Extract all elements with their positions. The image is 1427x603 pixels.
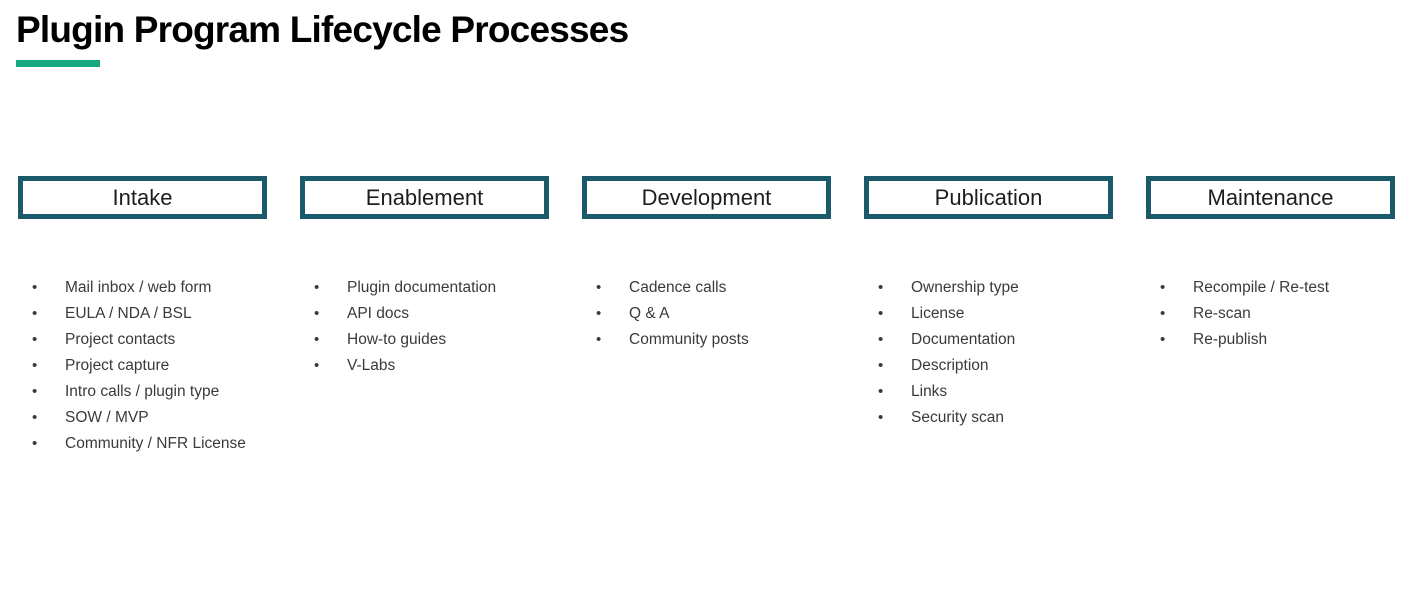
list-item-label: SOW / MVP bbox=[65, 409, 149, 426]
list-item-label: Community posts bbox=[629, 331, 749, 348]
list-item: • Ownership type bbox=[864, 275, 1113, 301]
list-item-label: Ownership type bbox=[911, 279, 1019, 296]
list-item-label: EULA / NDA / BSL bbox=[65, 305, 192, 322]
list-item-label: Plugin documentation bbox=[347, 279, 497, 296]
list-item: • Q & A bbox=[582, 301, 831, 327]
phase-label-publication: Publication bbox=[934, 184, 1043, 210]
bullet-dot-icon: • bbox=[1160, 331, 1166, 348]
bullet-dot-icon: • bbox=[596, 305, 602, 322]
list-item-label: API docs bbox=[347, 305, 410, 322]
phase-box-intake[interactable]: Intake bbox=[18, 176, 267, 219]
list-item: • Re-publish bbox=[1146, 327, 1395, 353]
bullet-dot-icon: • bbox=[314, 331, 320, 348]
phase-label-enablement: Enablement bbox=[365, 184, 484, 210]
phase-box-development[interactable]: Development bbox=[582, 176, 831, 219]
list-item-label: Project contacts bbox=[65, 331, 176, 348]
bullet-dot-icon: • bbox=[314, 357, 320, 374]
bullet-dot-icon: • bbox=[878, 305, 884, 322]
list-item-label: How-to guides bbox=[347, 331, 447, 348]
bullet-dot-icon: • bbox=[32, 409, 38, 426]
bullet-dot-icon: • bbox=[32, 435, 38, 452]
phase-box-enablement[interactable]: Enablement bbox=[300, 176, 549, 219]
bullet-dot-icon: • bbox=[32, 357, 38, 374]
list-item-label: Intro calls / plugin type bbox=[65, 383, 220, 400]
list-item-label: Community / NFR License bbox=[65, 435, 246, 452]
list-item: • V-Labs bbox=[300, 353, 549, 379]
bullet-dot-icon: • bbox=[878, 357, 884, 374]
page-title: Plugin Program Lifecycle Processes bbox=[16, 9, 629, 50]
bullet-list-enablement: • Plugin documentation • API docs • How-… bbox=[300, 275, 549, 379]
list-item-label: Mail inbox / web form bbox=[65, 279, 212, 296]
list-item-label: Description bbox=[911, 357, 989, 374]
list-item-label: Security scan bbox=[911, 409, 1005, 426]
lifecycle-column-intake: Intake • Mail inbox / web form • EULA / … bbox=[18, 176, 267, 457]
bullet-dot-icon: • bbox=[878, 279, 884, 296]
list-item: • Cadence calls bbox=[582, 275, 831, 301]
list-item-label: Re-publish bbox=[1193, 331, 1268, 348]
list-item-label: Documentation bbox=[911, 331, 1016, 348]
list-item: • Security scan bbox=[864, 405, 1113, 431]
list-item: • Community posts bbox=[582, 327, 831, 353]
bullet-dot-icon: • bbox=[596, 331, 602, 348]
list-item-label: Q & A bbox=[629, 305, 670, 322]
list-item: • Recompile / Re-test bbox=[1146, 275, 1395, 301]
phase-box-maintenance[interactable]: Maintenance bbox=[1146, 176, 1395, 219]
list-item: • Description bbox=[864, 353, 1113, 379]
list-item-label: License bbox=[911, 305, 965, 322]
phase-label-intake: Intake bbox=[112, 184, 173, 210]
bullet-dot-icon: • bbox=[314, 305, 320, 322]
bullet-dot-icon: • bbox=[878, 331, 884, 348]
bullet-list-maintenance: • Recompile / Re-test • Re-scan • Re-pub… bbox=[1146, 275, 1395, 353]
list-item: • API docs bbox=[300, 301, 549, 327]
lifecycle-column-development: Development • Cadence calls • Q & A • Co… bbox=[582, 176, 831, 457]
bullet-list-intake: • Mail inbox / web form • EULA / NDA / B… bbox=[18, 275, 267, 457]
list-item: • Intro calls / plugin type bbox=[18, 379, 267, 405]
list-item: • Project contacts bbox=[18, 327, 267, 353]
bullet-dot-icon: • bbox=[32, 305, 38, 322]
list-item: • EULA / NDA / BSL bbox=[18, 301, 267, 327]
list-item: • License bbox=[864, 301, 1113, 327]
phase-box-publication[interactable]: Publication bbox=[864, 176, 1113, 219]
list-item: • Documentation bbox=[864, 327, 1113, 353]
bullet-dot-icon: • bbox=[596, 279, 602, 296]
lifecycle-column-maintenance: Maintenance • Recompile / Re-test • Re-s… bbox=[1146, 176, 1395, 457]
bullet-dot-icon: • bbox=[1160, 279, 1166, 296]
list-item: • Community / NFR License bbox=[18, 431, 267, 457]
phase-label-development: Development bbox=[641, 184, 772, 210]
lifecycle-column-publication: Publication • Ownership type • License •… bbox=[864, 176, 1113, 457]
list-item: • Project capture bbox=[18, 353, 267, 379]
bullet-dot-icon: • bbox=[32, 383, 38, 400]
list-item-label: V-Labs bbox=[347, 357, 396, 374]
lifecycle-columns: Intake • Mail inbox / web form • EULA / … bbox=[18, 176, 1409, 457]
bullet-dot-icon: • bbox=[878, 409, 884, 426]
bullet-dot-icon: • bbox=[314, 279, 320, 296]
list-item: • SOW / MVP bbox=[18, 405, 267, 431]
title-accent-bar bbox=[16, 60, 100, 67]
bullet-dot-icon: • bbox=[878, 383, 884, 400]
list-item-label: Project capture bbox=[65, 357, 170, 374]
bullet-dot-icon: • bbox=[1160, 305, 1166, 322]
list-item: • How-to guides bbox=[300, 327, 549, 353]
list-item-label: Recompile / Re-test bbox=[1193, 279, 1330, 296]
list-item: • Plugin documentation bbox=[300, 275, 549, 301]
list-item: • Links bbox=[864, 379, 1113, 405]
bullet-list-development: • Cadence calls • Q & A • Community post… bbox=[582, 275, 831, 353]
list-item-label: Cadence calls bbox=[629, 279, 727, 296]
lifecycle-column-enablement: Enablement • Plugin documentation • API … bbox=[300, 176, 549, 457]
bullet-dot-icon: • bbox=[32, 331, 38, 348]
bullet-dot-icon: • bbox=[32, 279, 38, 296]
title-block: Plugin Program Lifecycle Processes bbox=[16, 8, 629, 67]
list-item-label: Re-scan bbox=[1193, 305, 1251, 322]
list-item: • Re-scan bbox=[1146, 301, 1395, 327]
bullet-list-publication: • Ownership type • License • Documentati… bbox=[864, 275, 1113, 431]
list-item-label: Links bbox=[911, 383, 948, 400]
list-item: • Mail inbox / web form bbox=[18, 275, 267, 301]
phase-label-maintenance: Maintenance bbox=[1207, 184, 1334, 210]
